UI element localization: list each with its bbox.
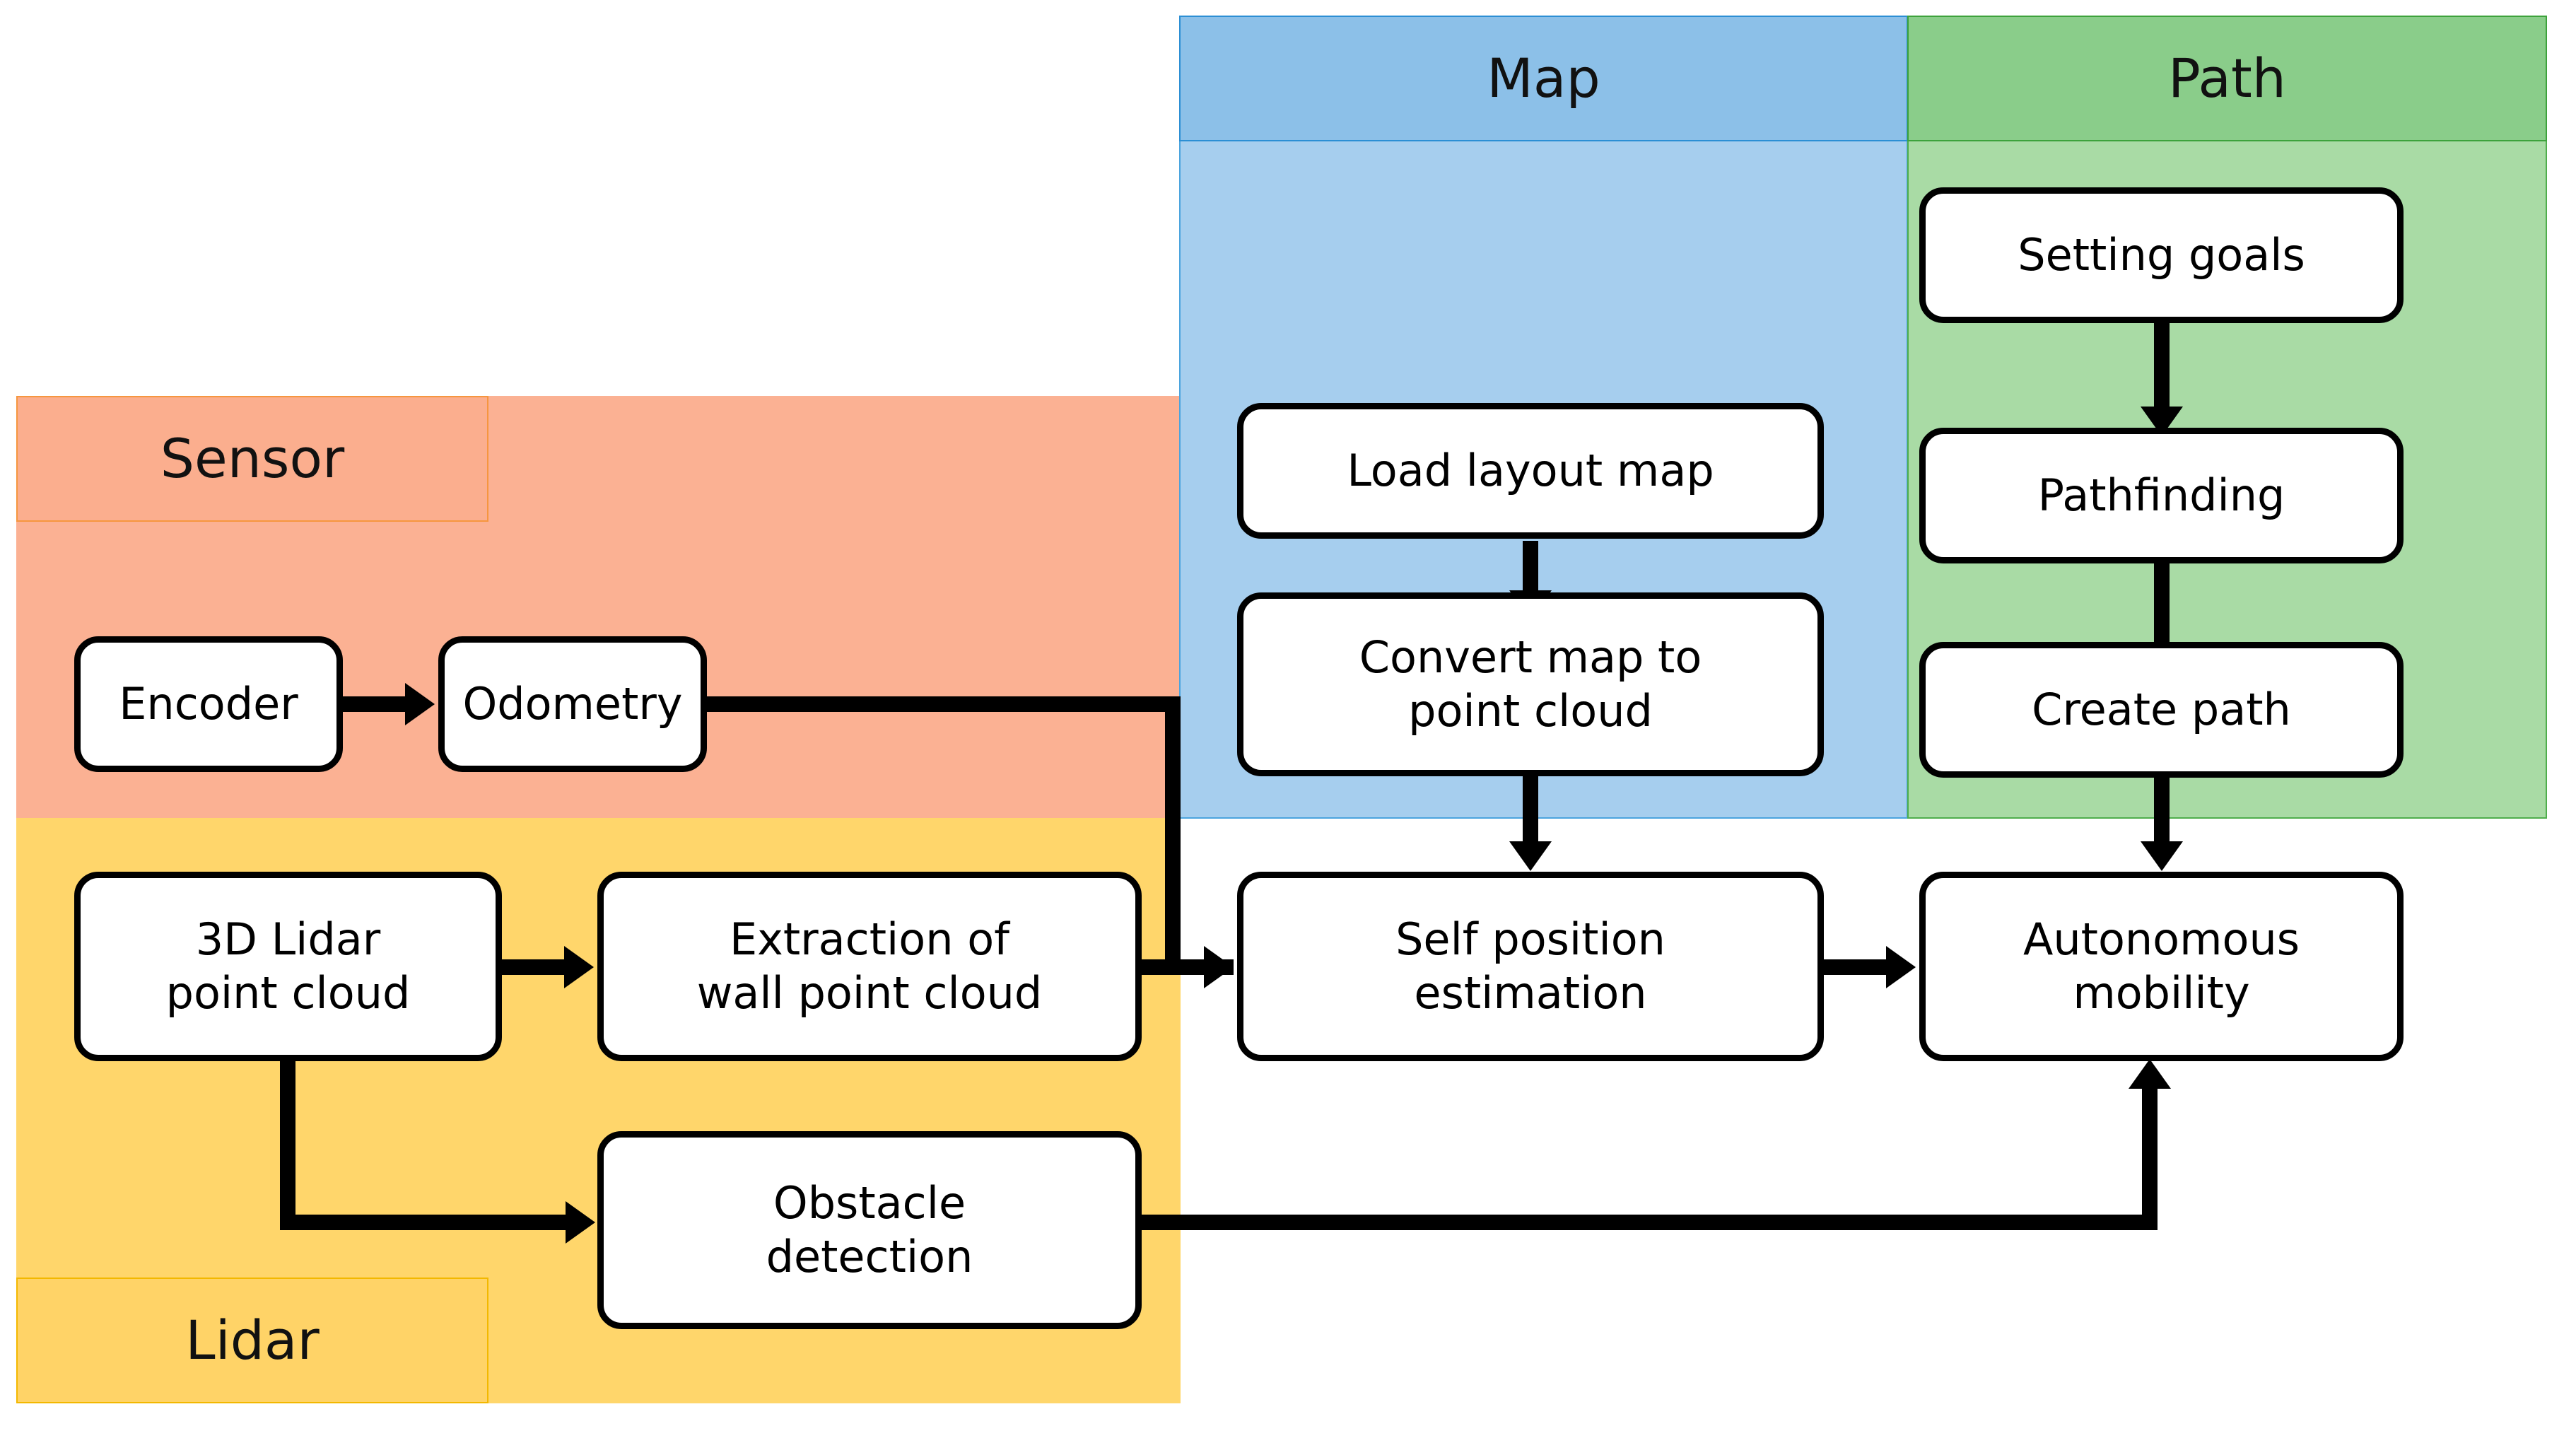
edge-encoder-odometry-line	[343, 696, 405, 712]
edge-convert-selfposition-arrowhead	[1509, 841, 1552, 871]
lane-label-map: Map	[1179, 16, 1908, 141]
node-encoder[interactable]: Encoder	[74, 636, 343, 772]
edge-encoder-odometry-arrowhead	[405, 683, 435, 725]
node-setting-goals[interactable]: Setting goals	[1919, 187, 2404, 323]
node-create-path[interactable]: Create path	[1919, 642, 2404, 778]
edge-wall-extract-arrowhead	[1204, 946, 1234, 988]
node-convert-map-to-point-cloud-label-line2: point cloud	[1408, 685, 1653, 737]
edge-goals-pathfinding-line	[2154, 318, 2170, 411]
node-encoder-label: Encoder	[119, 678, 298, 730]
edge-obstacle-autonomous-arrowhead	[2129, 1059, 2171, 1089]
edge-lidar-obstacle-horizontal	[280, 1215, 577, 1230]
edge-lidar-obstacle-arrowhead	[566, 1201, 595, 1244]
lane-label-lidar: Lidar	[16, 1278, 488, 1403]
node-self-position-estimation-label-line2: estimation	[1414, 967, 1647, 1019]
node-load-layout-map[interactable]: Load layout map	[1237, 403, 1824, 539]
node-autonomous-mobility-label-line2: mobility	[2073, 967, 2250, 1019]
node-obstacle-detection-label-line1: Obstacle	[773, 1177, 966, 1229]
node-self-position-estimation[interactable]: Self position estimation	[1237, 872, 1824, 1061]
node-3d-lidar-point-cloud-label-line2: point cloud	[165, 967, 411, 1019]
node-autonomous-mobility[interactable]: Autonomous mobility	[1919, 872, 2404, 1061]
node-autonomous-mobility-label-line1: Autonomous	[2022, 913, 2300, 966]
lane-label-path: Path	[1907, 16, 2547, 141]
node-extraction-wall-point-cloud-label-line2: wall point cloud	[696, 967, 1043, 1019]
node-convert-map-to-point-cloud[interactable]: Convert map to point cloud	[1237, 592, 1824, 776]
node-extraction-wall-point-cloud-label-line1: Extraction of	[730, 913, 1009, 966]
edge-selfposition-autonomous-arrowhead	[1886, 946, 1916, 988]
edge-obstacle-autonomous-vertical	[2142, 1089, 2158, 1229]
edge-selfposition-autonomous-line	[1824, 959, 1887, 975]
node-load-layout-map-label: Load layout map	[1347, 445, 1714, 497]
node-create-path-label: Create path	[2032, 684, 2291, 736]
edge-createpath-autonomous-line	[2154, 774, 2170, 845]
edge-pathfinding-createpath-line	[2154, 562, 2170, 655]
node-pathfinding-label: Pathfinding	[2037, 469, 2285, 522]
node-odometry-label: Odometry	[462, 678, 683, 730]
node-3d-lidar-point-cloud-label-line1: 3D Lidar	[195, 913, 381, 966]
node-odometry[interactable]: Odometry	[438, 636, 707, 772]
node-pathfinding[interactable]: Pathfinding	[1919, 428, 2404, 563]
edge-convert-selfposition-line	[1523, 774, 1538, 845]
lane-label-sensor: Sensor	[16, 396, 488, 522]
edge-lidar-wall-arrowhead	[564, 946, 594, 988]
node-self-position-estimation-label-line1: Self position	[1395, 913, 1665, 966]
node-obstacle-detection-label-line2: detection	[766, 1231, 973, 1282]
node-extraction-wall-point-cloud[interactable]: Extraction of wall point cloud	[597, 872, 1142, 1061]
edge-obstacle-autonomous-horizontal	[1142, 1215, 2158, 1230]
node-obstacle-detection[interactable]: Obstacle detection	[597, 1131, 1142, 1329]
edge-loadmap-convert-line	[1523, 541, 1538, 596]
edge-lidar-obstacle-vertical	[280, 1053, 295, 1230]
node-3d-lidar-point-cloud[interactable]: 3D Lidar point cloud	[74, 872, 502, 1061]
node-convert-map-to-point-cloud-label-line1: Convert map to	[1359, 631, 1702, 684]
edge-odometry-bus-horizontal	[707, 696, 1181, 712]
edge-createpath-autonomous-arrowhead	[2141, 841, 2183, 871]
node-setting-goals-label: Setting goals	[2018, 229, 2305, 281]
edge-odometry-bus-vertical	[1165, 696, 1181, 975]
edge-lidar-wall-line	[502, 959, 564, 975]
